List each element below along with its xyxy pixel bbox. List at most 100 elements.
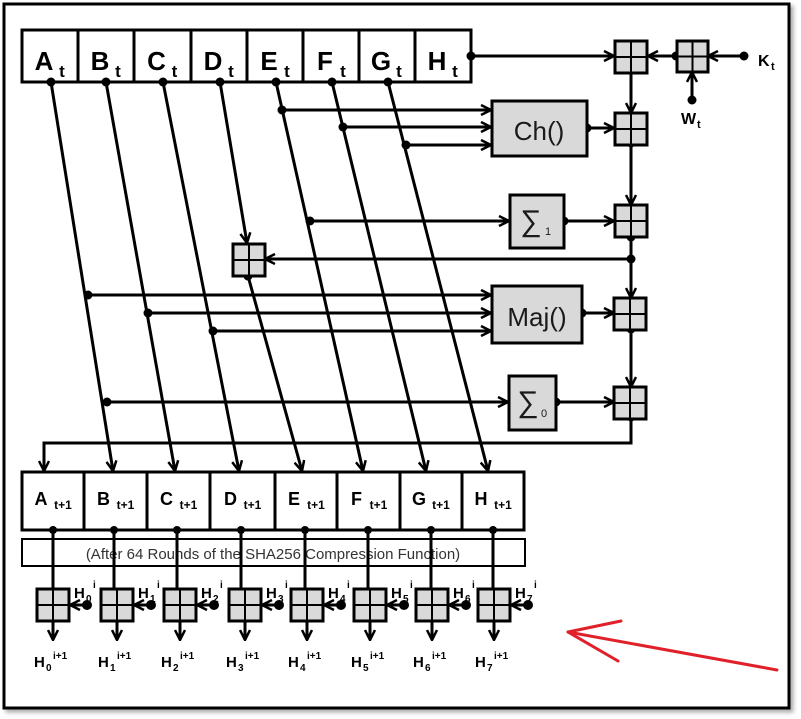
adder-icon-h-kw: [613, 39, 649, 75]
register-sub: t+1: [54, 498, 72, 512]
junction-dot: [489, 526, 497, 534]
svg-text:i+1: i+1: [53, 651, 68, 662]
adder-icon-final: [99, 587, 135, 623]
svg-text:5: 5: [403, 594, 409, 605]
wire-to-a-next: [44, 417, 633, 471]
svg-text:i: i: [220, 580, 223, 591]
junction-dot: [102, 397, 112, 407]
svg-text:0: 0: [46, 663, 52, 674]
junction-dot: [336, 600, 346, 610]
junction-dot: [364, 526, 372, 534]
svg-text:3: 3: [238, 663, 244, 674]
svg-text:4: 4: [300, 663, 306, 674]
register-sub: t: [396, 62, 402, 81]
junction-dot: [215, 77, 225, 87]
svg-text:H: H: [515, 585, 526, 602]
junction-dot: [146, 600, 156, 610]
junction-dot: [401, 140, 411, 150]
svg-text:1: 1: [110, 663, 116, 674]
svg-text:i+1: i+1: [370, 651, 385, 662]
adder-icon-sigma0: [612, 385, 648, 421]
svg-text:H: H: [201, 585, 212, 602]
junction-dot: [383, 77, 393, 87]
register-letter: H: [475, 489, 488, 509]
svg-text:H: H: [98, 654, 109, 671]
sigma0-function-box: ∑ 0: [507, 374, 558, 432]
svg-text:5: 5: [363, 663, 369, 674]
svg-text:H: H: [288, 654, 299, 671]
svg-text:i: i: [534, 580, 537, 591]
sigma0-symbol: ∑: [517, 386, 538, 419]
adder-icon-final: [289, 587, 325, 623]
junction-dot: [82, 600, 92, 610]
wire-f-to-g: [330, 81, 426, 471]
svg-text:H: H: [34, 654, 45, 671]
junction-dot: [399, 600, 409, 610]
junction-dot: [271, 77, 281, 87]
svg-text:H: H: [328, 585, 339, 602]
junction-dot: [687, 95, 697, 105]
svg-text:6: 6: [425, 663, 431, 674]
svg-text:i+1: i+1: [180, 651, 195, 662]
junction-dot: [523, 600, 533, 610]
w-constant-label: W t: [681, 111, 701, 131]
svg-text:i+1: i+1: [432, 651, 447, 662]
svg-text:t: t: [697, 119, 701, 131]
junction-dot: [739, 51, 749, 61]
wire-c-to-d: [161, 81, 239, 471]
register-letter: G: [371, 46, 391, 76]
sigma0-sub: 0: [541, 408, 547, 420]
red-arrow-annotation: [566, 619, 779, 672]
junction-dot: [208, 326, 218, 336]
junction-dot: [466, 51, 476, 61]
svg-text:i+1: i+1: [307, 651, 322, 662]
adder-icon-final: [476, 587, 512, 623]
register-letter: F: [317, 46, 333, 76]
svg-text:2: 2: [213, 594, 219, 605]
register-sub: t: [59, 62, 65, 81]
svg-text:i+1: i+1: [117, 651, 132, 662]
register-sub: t+1: [244, 498, 262, 512]
junction-dot: [158, 77, 168, 87]
register-sub: t: [452, 62, 458, 81]
svg-text:7: 7: [527, 594, 533, 605]
register-letter: C: [160, 489, 173, 509]
adder-icon-sigma1: [613, 203, 649, 239]
wire-a-to-b: [49, 81, 113, 471]
register-letter: A: [35, 489, 48, 509]
wire-e-to-f: [274, 81, 363, 471]
sigma1-symbol: ∑: [520, 205, 541, 238]
junction-dot: [427, 526, 435, 534]
svg-text:H: H: [391, 585, 402, 602]
ch-label: Ch(): [514, 116, 565, 146]
svg-text:H: H: [226, 654, 237, 671]
junction-dot: [143, 308, 153, 318]
svg-text:i: i: [410, 580, 413, 591]
register-letter: D: [204, 46, 223, 76]
register-letter: G: [412, 489, 426, 509]
svg-text:i: i: [157, 580, 160, 591]
svg-text:H: H: [138, 585, 149, 602]
svg-text:i: i: [285, 580, 288, 591]
svg-text:H: H: [413, 654, 424, 671]
